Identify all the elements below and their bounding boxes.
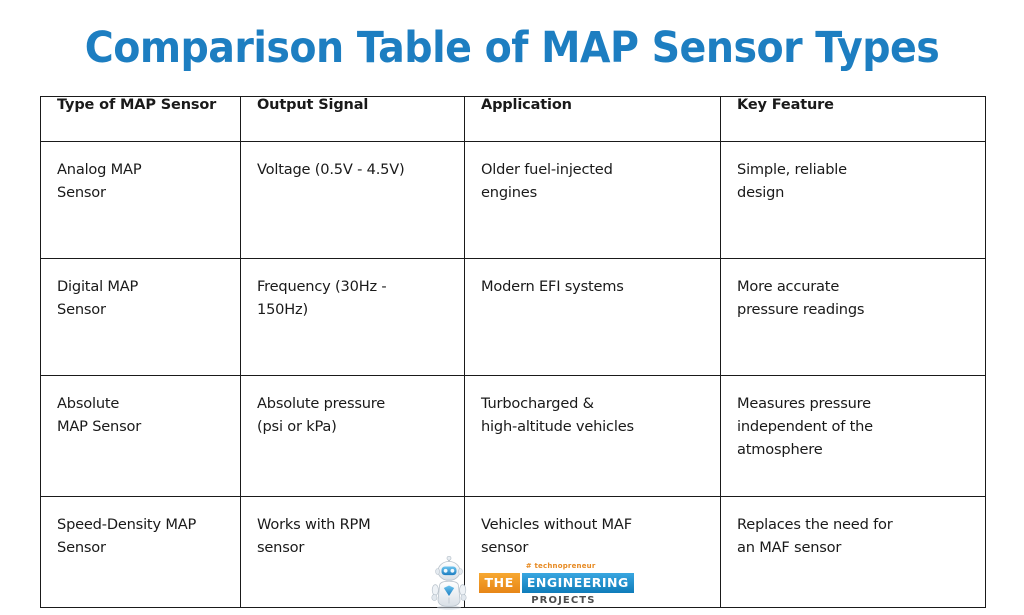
cell-line: Frequency (30Hz - bbox=[257, 278, 387, 295]
cell-line: design bbox=[737, 184, 785, 201]
cell-line: Older fuel-injected bbox=[481, 161, 613, 178]
cell-output-signal: Voltage (0.5V - 4.5V) bbox=[240, 141, 465, 259]
cell-line: sensor bbox=[257, 539, 305, 556]
robot-mascot-icon bbox=[428, 555, 470, 610]
comparison-table: Type of MAP Sensor Output Signal Applica… bbox=[40, 96, 986, 608]
comparison-table-container: Type of MAP Sensor Output Signal Applica… bbox=[40, 96, 986, 608]
logo-engineering-badge: ENGINEERING bbox=[521, 572, 634, 593]
cell-line: Absolute pressure bbox=[257, 395, 386, 412]
cell-line: (psi or kPa) bbox=[257, 418, 337, 435]
cell-line: MAP Sensor bbox=[57, 418, 142, 435]
table-row: Digital MAP Sensor Frequency (30Hz - 150… bbox=[40, 258, 986, 376]
table-row: Absolute MAP Sensor Absolute pressure (p… bbox=[40, 375, 986, 497]
cell-line: high-altitude vehicles bbox=[481, 418, 634, 435]
cell-application: Older fuel-injected engines bbox=[464, 141, 721, 259]
cell-line: More accurate bbox=[737, 278, 840, 295]
cell-line: Vehicles without MAF bbox=[481, 516, 632, 533]
site-logo[interactable]: # technopreneur THE ENGINEERING PROJECTS bbox=[428, 555, 634, 610]
cell-line: Sensor bbox=[57, 539, 106, 556]
table-row: Analog MAP Sensor Voltage (0.5V - 4.5V) … bbox=[40, 141, 986, 259]
cell-line: Measures pressure bbox=[737, 395, 871, 412]
column-header-key-feature: Key Feature bbox=[720, 96, 986, 142]
cell-line: Voltage (0.5V - 4.5V) bbox=[257, 161, 405, 178]
cell-output-signal: Works with RPM sensor bbox=[240, 496, 465, 608]
cell-line: engines bbox=[481, 184, 537, 201]
cell-type: Speed-Density MAP Sensor bbox=[40, 496, 241, 608]
logo-projects-label: PROJECTS bbox=[531, 594, 596, 606]
cell-line: pressure readings bbox=[737, 301, 865, 318]
cell-line: Turbocharged & bbox=[481, 395, 594, 412]
logo-the-badge: THE bbox=[478, 572, 520, 593]
cell-line: Speed-Density MAP bbox=[57, 516, 197, 533]
cell-line: Digital MAP bbox=[57, 278, 139, 295]
cell-key-feature: Simple, reliable design bbox=[720, 141, 986, 259]
table-body: Analog MAP Sensor Voltage (0.5V - 4.5V) … bbox=[40, 141, 986, 608]
logo-bars: THE ENGINEERING bbox=[478, 572, 634, 593]
column-header-output-signal: Output Signal bbox=[240, 96, 465, 142]
cell-line: Absolute bbox=[57, 395, 120, 412]
cell-line: Simple, reliable bbox=[737, 161, 847, 178]
column-header-application: Application bbox=[464, 96, 721, 142]
cell-key-feature: Measures pressure independent of the atm… bbox=[720, 375, 986, 497]
footer-branding: # technopreneur THE ENGINEERING PROJECTS bbox=[0, 552, 1024, 613]
cell-type: Analog MAP Sensor bbox=[40, 141, 241, 259]
logo-wordmark: # technopreneur THE ENGINEERING PROJECTS bbox=[478, 561, 634, 610]
cell-type: Digital MAP Sensor bbox=[40, 258, 241, 376]
cell-line: an MAF sensor bbox=[737, 539, 842, 556]
page-title: Comparison Table of MAP Sensor Types bbox=[84, 23, 940, 73]
cell-line: sensor bbox=[481, 539, 529, 556]
table-header-row: Type of MAP Sensor Output Signal Applica… bbox=[40, 96, 986, 142]
cell-application: Modern EFI systems bbox=[464, 258, 721, 376]
table-header: Type of MAP Sensor Output Signal Applica… bbox=[40, 96, 986, 142]
cell-line: Modern EFI systems bbox=[481, 278, 624, 295]
cell-line: 150Hz) bbox=[257, 301, 308, 318]
cell-line: atmosphere bbox=[737, 441, 823, 458]
cell-type: Absolute MAP Sensor bbox=[40, 375, 241, 497]
logo-tagline: # technopreneur bbox=[525, 561, 596, 570]
cell-line: Sensor bbox=[57, 301, 106, 318]
cell-output-signal: Absolute pressure (psi or kPa) bbox=[240, 375, 465, 497]
cell-line: Works with RPM bbox=[257, 516, 371, 533]
cell-line: independent of the bbox=[737, 418, 873, 435]
cell-line: Analog MAP bbox=[57, 161, 142, 178]
cell-line: Sensor bbox=[57, 184, 106, 201]
cell-key-feature: More accurate pressure readings bbox=[720, 258, 986, 376]
column-header-type: Type of MAP Sensor bbox=[40, 96, 241, 142]
cell-line: Replaces the need for bbox=[737, 516, 893, 533]
cell-application: Turbocharged & high-altitude vehicles bbox=[464, 375, 721, 497]
cell-output-signal: Frequency (30Hz - 150Hz) bbox=[240, 258, 465, 376]
cell-key-feature: Replaces the need for an MAF sensor bbox=[720, 496, 986, 608]
